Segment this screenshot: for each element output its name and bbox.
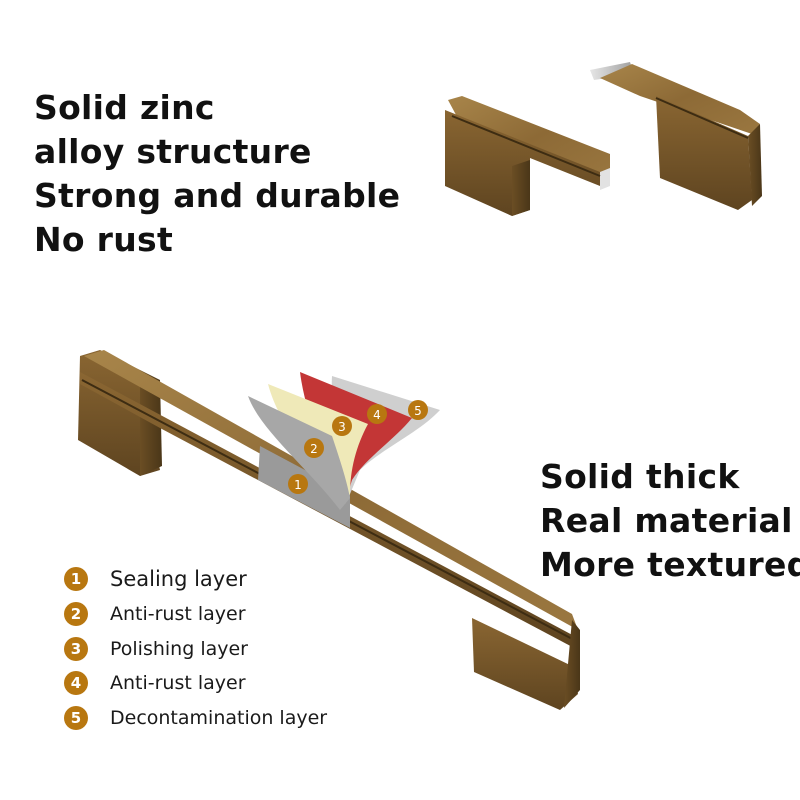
legend-number-badge: 5 <box>64 706 88 731</box>
headline-right-line: More textured <box>540 545 800 584</box>
legend-label: Polishing layer <box>110 637 248 660</box>
svg-text:4: 4 <box>373 408 381 422</box>
small-handle-left <box>445 96 610 216</box>
legend-label: Anti-rust layer <box>110 603 246 626</box>
svg-text:3: 3 <box>338 420 346 434</box>
legend-item: 5 Decontamination layer <box>64 701 327 736</box>
headline-top-line: alloy structure <box>34 132 312 171</box>
headline-top-line: Solid zinc <box>34 88 215 127</box>
legend-item: 3 Polishing layer <box>64 631 327 666</box>
layer-callout-5: 5 <box>408 400 428 420</box>
legend-item: 1 Sealing layer <box>64 562 327 597</box>
legend-number-badge: 1 <box>64 567 88 592</box>
legend-label: Sealing layer <box>110 567 247 592</box>
headline-right-line: Real material <box>540 501 793 540</box>
small-handle-right <box>590 62 762 210</box>
legend-item: 4 Anti-rust layer <box>64 666 327 701</box>
legend-label: Anti-rust layer <box>110 672 246 695</box>
svg-text:1: 1 <box>294 478 302 492</box>
layer-callout-1: 1 <box>288 474 308 494</box>
svg-text:2: 2 <box>310 442 318 456</box>
legend-item: 2 Anti-rust layer <box>64 597 327 632</box>
legend-number-badge: 2 <box>64 602 88 627</box>
legend-number-badge: 3 <box>64 636 88 661</box>
headline-top: Solid zinc alloy structure Strong and du… <box>34 86 400 262</box>
headline-right: Solid thick Real material More textured <box>540 455 800 587</box>
legend-label: Decontamination layer <box>110 707 328 730</box>
headline-top-line: No rust <box>34 220 174 259</box>
headline-right-line: Solid thick <box>540 457 740 496</box>
headline-top-line: Strong and durable <box>34 176 401 215</box>
layer-callout-3: 3 <box>332 416 352 436</box>
layer-callout-2: 2 <box>304 438 324 458</box>
layer-legend: 1 Sealing layer 2 Anti-rust layer 3 Poli… <box>64 562 327 735</box>
svg-text:5: 5 <box>414 404 422 418</box>
legend-number-badge: 4 <box>64 671 88 696</box>
layer-callout-4: 4 <box>367 404 387 424</box>
